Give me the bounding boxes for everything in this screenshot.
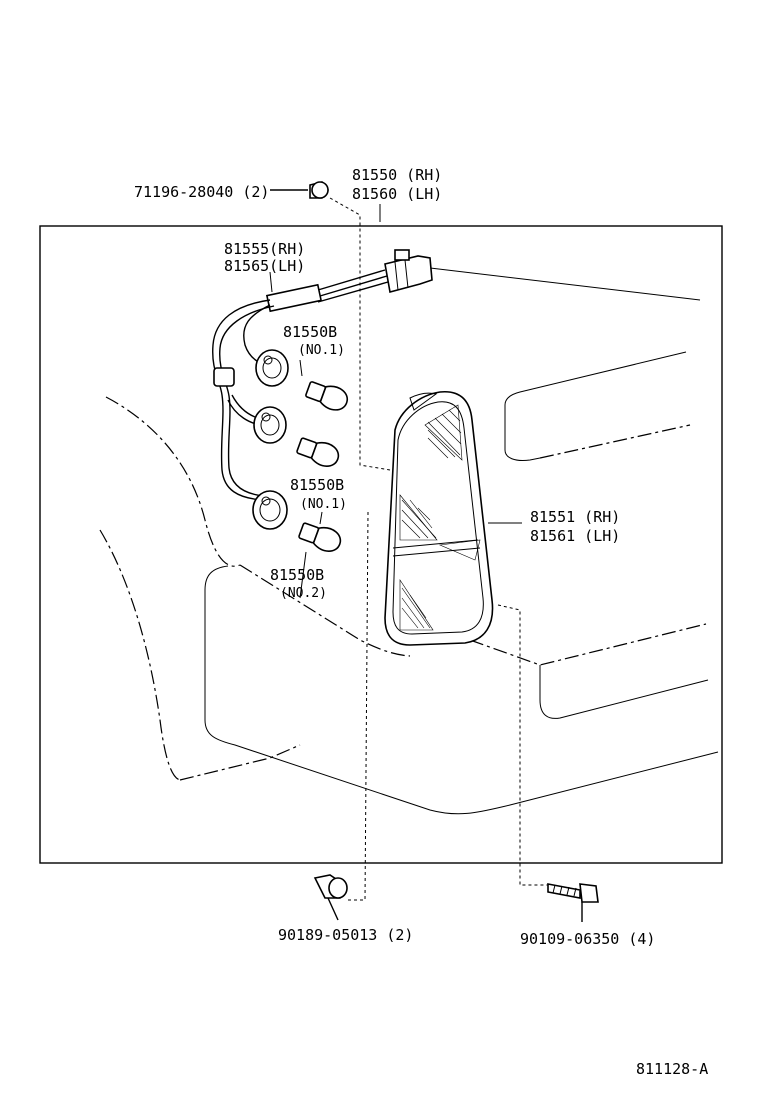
diagram-frame <box>39 225 723 864</box>
callout-bulb-a-part: 81550B <box>283 323 337 341</box>
callout-lens-rh: 81551 (RH) <box>530 508 620 526</box>
callout-bulb-a-note: (NO.1) <box>298 343 345 358</box>
callout-screw-top: 71196-28040 (2) <box>134 183 269 201</box>
assembly-leader-lines <box>269 197 548 901</box>
callout-lamp-assy-rh: 81550 (RH) <box>352 166 442 184</box>
callout-bulb-b-part: 81550B <box>290 476 344 494</box>
callout-lamp-assy-lh: 81560 (LH) <box>352 185 442 203</box>
callout-lens-lh: 81561 (LH) <box>530 527 620 545</box>
callout-bulb-b-note: (NO.1) <box>300 497 347 512</box>
callout-labels: 71196-28040 (2) 81550 (RH) 81560 (LH) 81… <box>134 166 708 1078</box>
connector-icon <box>384 249 433 293</box>
socket-wire-harness <box>212 269 389 501</box>
vehicle-body-outline <box>99 264 719 815</box>
figure-code: 811128-A <box>636 1060 708 1078</box>
callout-socket-wire-lh: 81565(LH) <box>224 257 305 275</box>
callout-bulb-c-note: (NO.2) <box>280 586 327 601</box>
callout-socket-wire-rh: 81555(RH) <box>224 240 305 258</box>
clip-icon <box>313 874 348 921</box>
lamp-socket-icon <box>252 349 289 530</box>
bulb-icon <box>296 381 349 552</box>
callout-bolt-bottom: 90109-06350 (4) <box>520 930 655 948</box>
tail-lamp-lens-icon <box>384 391 494 646</box>
screw-icon <box>270 181 329 199</box>
bolt-icon <box>547 883 599 922</box>
callout-bulb-c-part: 81550B <box>270 566 324 584</box>
callout-clip-bottom: 90189-05013 (2) <box>278 926 413 944</box>
